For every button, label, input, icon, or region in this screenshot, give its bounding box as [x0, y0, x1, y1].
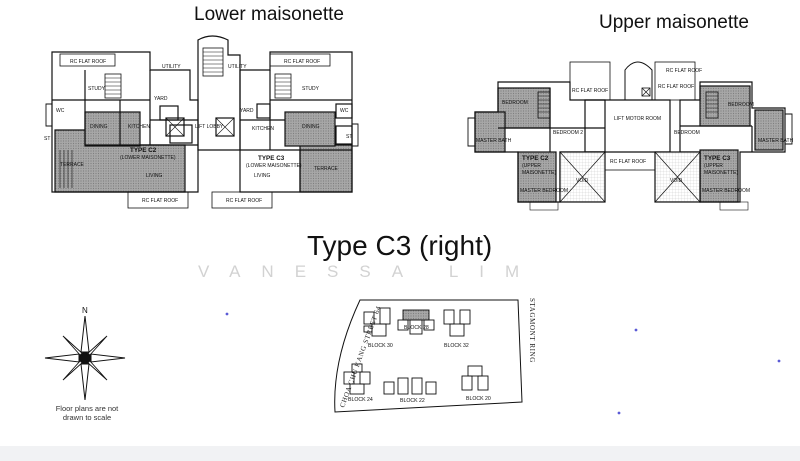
upper-master-bath-right: MASTER BATH — [758, 138, 794, 144]
lower-wc-1: WC — [56, 108, 65, 114]
lower-dining-right: DINING — [302, 124, 320, 130]
lower-utility-left: UTILITY — [162, 64, 181, 70]
upper-type-c2-sub1: (UPPER — [522, 163, 541, 169]
upper-void-left-label: VOID — [576, 178, 589, 184]
lower-living-left: LIVING — [146, 173, 163, 179]
site-plan-labels: BLOCK 30 BLOCK 28 BLOCK 32 BLOCK 24 BLOC… — [338, 298, 536, 409]
upper-type-c3-sub2: MAISONETTE) — [704, 170, 739, 176]
watermark: VANESSA LIM — [198, 262, 541, 281]
lower-maisonette-heading: Lower maisonette — [194, 4, 344, 25]
block-label-32: BLOCK 32 — [444, 343, 469, 349]
upper-left-master-bedroom — [517, 151, 557, 203]
road-label-choa-chu-kang: CHOA CHU KANG STREET 64 — [338, 305, 382, 409]
lower-kitchen-right: KITCHEN — [252, 126, 274, 132]
lower-terrace-right: TERRACE — [314, 166, 339, 172]
block-24-shape — [343, 363, 371, 395]
lower-left-outline — [51, 51, 199, 193]
lower-utility-right: UTILITY — [228, 64, 247, 70]
marker-dots — [225, 312, 781, 415]
block-label-30: BLOCK 30 — [368, 343, 393, 349]
block-30-shape — [363, 307, 391, 337]
lower-study-right: STUDY — [302, 86, 320, 92]
lower-terrace-left: TERRACE — [60, 162, 85, 168]
block-label-28: BLOCK 28 — [404, 325, 429, 331]
block-label-22: BLOCK 22 — [400, 398, 425, 404]
block-32-shape — [443, 309, 471, 337]
lower-rc-roof-2: RC FLAT ROOF — [284, 59, 320, 65]
upper-bedroom2-left: BEDROOM 2 — [553, 130, 583, 136]
upper-master-bedroom-right: MASTER BEDROOM — [702, 188, 750, 194]
lower-lift-lobby: LIFT LOBBY — [195, 124, 224, 130]
road-label-stagmont-ring: STAGMONT RING — [528, 298, 536, 363]
upper-lift-motor-label: LIFT MOTOR ROOM — [614, 116, 661, 122]
lower-wc-2: WC — [340, 108, 349, 114]
lower-lift-right — [215, 117, 235, 137]
upper-rc-roof-1: RC FLAT ROOF — [572, 88, 608, 94]
lower-kitchen-left: KITCHEN — [128, 124, 150, 130]
upper-maisonette-heading: Upper maisonette — [599, 12, 749, 33]
lower-dining-left: DINING — [90, 124, 108, 130]
upper-type-c2-title: TYPE C2 — [522, 155, 549, 162]
scale-note: Floor plans are not drawn to scale — [52, 404, 122, 422]
upper-master-bath-left: MASTER BATH — [476, 138, 512, 144]
upper-rc-roof-2: RC FLAT ROOF — [658, 84, 694, 90]
upper-right-master-bedroom — [699, 149, 739, 203]
upper-right-master-bath — [754, 109, 784, 151]
upper-type-c3-sub1: (UPPER — [704, 163, 723, 169]
upper-bedroom-left: BEDROOM — [502, 100, 528, 106]
upper-type-c3-title: TYPE C3 — [704, 155, 731, 162]
block-28-shape — [397, 309, 435, 335]
upper-master-bedroom-left: MASTER BEDROOM — [520, 188, 568, 194]
lower-study-left: STUDY — [88, 86, 106, 92]
compass-north-label: N — [82, 306, 88, 315]
upper-left-master-bath — [474, 111, 506, 153]
upper-rc-roof-4: RC FLAT ROOF — [666, 68, 702, 74]
lower-rc-roof-3: RC FLAT ROOF — [142, 198, 178, 204]
lower-right-dining-area — [284, 111, 336, 147]
lower-st-1: ST — [44, 136, 50, 142]
upper-bedroom2-right: BEDROOM — [674, 130, 700, 136]
upper-plan-labels: RC FLAT ROOF RC FLAT ROOF RC FLAT ROOF R… — [476, 68, 794, 194]
lower-st-2: ST — [346, 134, 352, 140]
lower-type-c2-subtitle: (LOWER MAISONETTE) — [120, 155, 176, 161]
lower-rc-roof-4: RC FLAT ROOF — [226, 198, 262, 204]
upper-lift-motor-room — [584, 99, 671, 153]
upper-rc-roof-3: RC FLAT ROOF — [610, 159, 646, 165]
bottom-band — [0, 446, 800, 461]
lower-type-c2-title: TYPE C2 — [130, 147, 157, 154]
block-22-shape — [383, 377, 437, 395]
north-compass: N — [44, 306, 126, 401]
lower-yard-left: YARD — [154, 96, 168, 102]
upper-maisonette-plan — [467, 61, 793, 211]
upper-bedroom-right: BEDROOM — [728, 102, 754, 108]
block-label-24: BLOCK 24 — [348, 397, 373, 403]
lower-living-right: LIVING — [254, 173, 271, 179]
upper-type-c2-sub2: MAISONETTE) — [522, 170, 557, 176]
scale-note-line2: drawn to scale — [62, 413, 112, 422]
block-label-20: BLOCK 20 — [466, 396, 491, 402]
lower-maisonette-plan — [45, 35, 359, 209]
upper-right-bedroom — [699, 85, 751, 127]
lower-type-c3-subtitle: (LOWER MAISONETTE) — [246, 163, 302, 169]
type-heading: Type C3 (right) — [307, 230, 493, 261]
site-plan — [334, 299, 523, 413]
lower-type-c3-title: TYPE C3 — [258, 155, 285, 162]
lower-yard-right: YARD — [240, 108, 254, 114]
upper-void-right-label: VOID — [670, 178, 683, 184]
lower-plan-labels: RC FLAT ROOF RC FLAT ROOF RC FLAT ROOF R… — [44, 59, 352, 204]
lower-lift-left — [165, 117, 185, 137]
site-boundary — [334, 299, 523, 413]
scale-note-line1: Floor plans are not — [55, 404, 119, 413]
lower-rc-roof-1: RC FLAT ROOF — [70, 59, 106, 65]
block-20-shape — [461, 365, 489, 391]
